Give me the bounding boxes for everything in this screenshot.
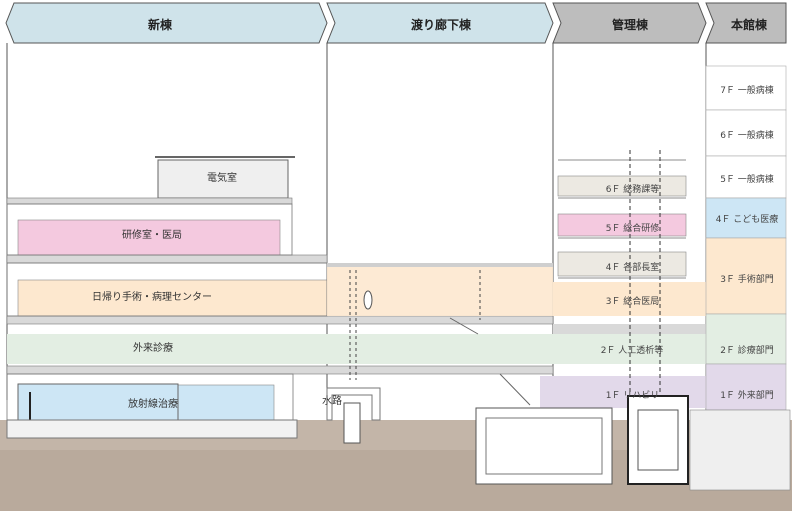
admin-6f bbox=[557, 175, 687, 197]
waterway-label: 水路 bbox=[322, 396, 342, 407]
training-room-label: 研修室・医局 bbox=[122, 230, 182, 241]
admin-floor-3f: 3Ｆ 総合医局 bbox=[605, 297, 660, 307]
radiation-label: 放射線治療 bbox=[128, 399, 178, 410]
new-building-banner bbox=[5, 2, 328, 44]
admin-floor-6f: 6Ｆ 総務課等 bbox=[605, 185, 660, 195]
waterway-shaft bbox=[343, 402, 361, 444]
header-corridor-building: 渡り廊下棟 bbox=[410, 18, 471, 32]
main-floor-5f: 5Ｆ 一般病棟 bbox=[720, 175, 774, 185]
admin-floor-4f: 4Ｆ 各部長室 bbox=[605, 263, 660, 273]
day-surgery bbox=[17, 279, 328, 317]
main-floor-4f: 4Ｆ こども医療 bbox=[715, 215, 779, 225]
admin-floor-2f: 2Ｆ 人工透析等 bbox=[600, 346, 664, 356]
electrical-room-label: 電気室 bbox=[207, 173, 237, 184]
main-4f bbox=[705, 197, 787, 239]
outpatient-label: 外来診療 bbox=[133, 343, 173, 354]
admin-4f bbox=[557, 251, 687, 277]
admin-floor-5f: 5Ｆ 総合研修 bbox=[605, 224, 660, 234]
main-1f bbox=[705, 363, 787, 411]
main-floor-1f: 1Ｆ 外来部門 bbox=[720, 391, 774, 401]
main-5f bbox=[705, 155, 787, 199]
admin-5f bbox=[557, 213, 687, 237]
corridor-3f bbox=[327, 266, 553, 316]
main-floor-2f: 2Ｆ 診療部門 bbox=[720, 346, 774, 356]
main-floor-6f: 6Ｆ 一般病棟 bbox=[720, 131, 774, 141]
admin-building-banner bbox=[552, 2, 707, 44]
admin-floor-1f: 1Ｆ リハビリ bbox=[605, 391, 660, 401]
main-2f bbox=[705, 313, 787, 365]
main-7f bbox=[705, 65, 787, 111]
electrical-room bbox=[157, 159, 289, 199]
main-building-banner bbox=[705, 2, 787, 44]
corridor-building-banner bbox=[326, 2, 554, 44]
header-main-building: 本館棟 bbox=[730, 18, 767, 32]
day-surgery-label: 日帰り手術・病理センター bbox=[92, 292, 212, 303]
main-floor-3f: 3Ｆ 手術部門 bbox=[720, 275, 774, 285]
header-new-building: 新棟 bbox=[147, 18, 172, 32]
main-3f bbox=[705, 237, 787, 315]
main-floor-7f: 7Ｆ 一般病棟 bbox=[720, 86, 774, 96]
header-admin-building: 管理棟 bbox=[611, 18, 648, 32]
